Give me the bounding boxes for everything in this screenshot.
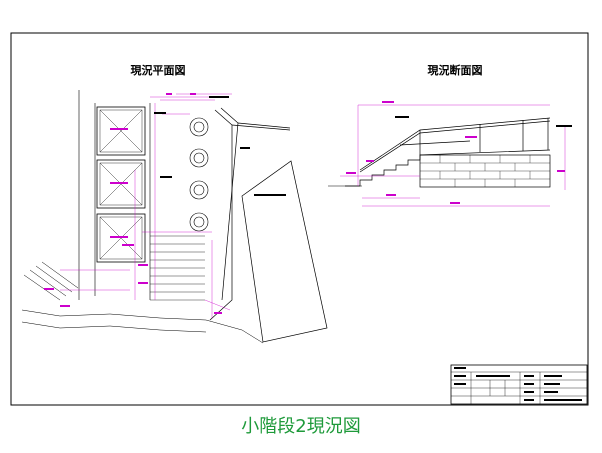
plan-retaining-wall	[209, 107, 291, 321]
title-block	[450, 364, 588, 405]
plan-view: 現況平面図	[21, 63, 328, 344]
plan-title: 現況平面図	[131, 63, 186, 77]
plan-planters	[189, 117, 209, 232]
sheet-border	[10, 32, 589, 406]
plan-adjacent-building	[241, 160, 328, 343]
section-dimension-marks	[346, 101, 572, 204]
plan-dimension-lines	[60, 93, 232, 318]
section-dimension-lines	[340, 104, 566, 207]
drawing-caption: 小階段2現況図	[241, 416, 361, 437]
plan-dimension-marks	[44, 93, 286, 314]
plan-stair-treads	[150, 235, 205, 301]
section-view: 現況断面図	[328, 63, 572, 207]
section-handrail	[359, 117, 551, 173]
plan-lower-slope	[21, 261, 264, 344]
plan-room-1	[96, 106, 146, 156]
section-stair-profile	[345, 149, 551, 187]
section-block-grid	[420, 155, 550, 187]
section-title: 現況断面図	[428, 63, 483, 77]
